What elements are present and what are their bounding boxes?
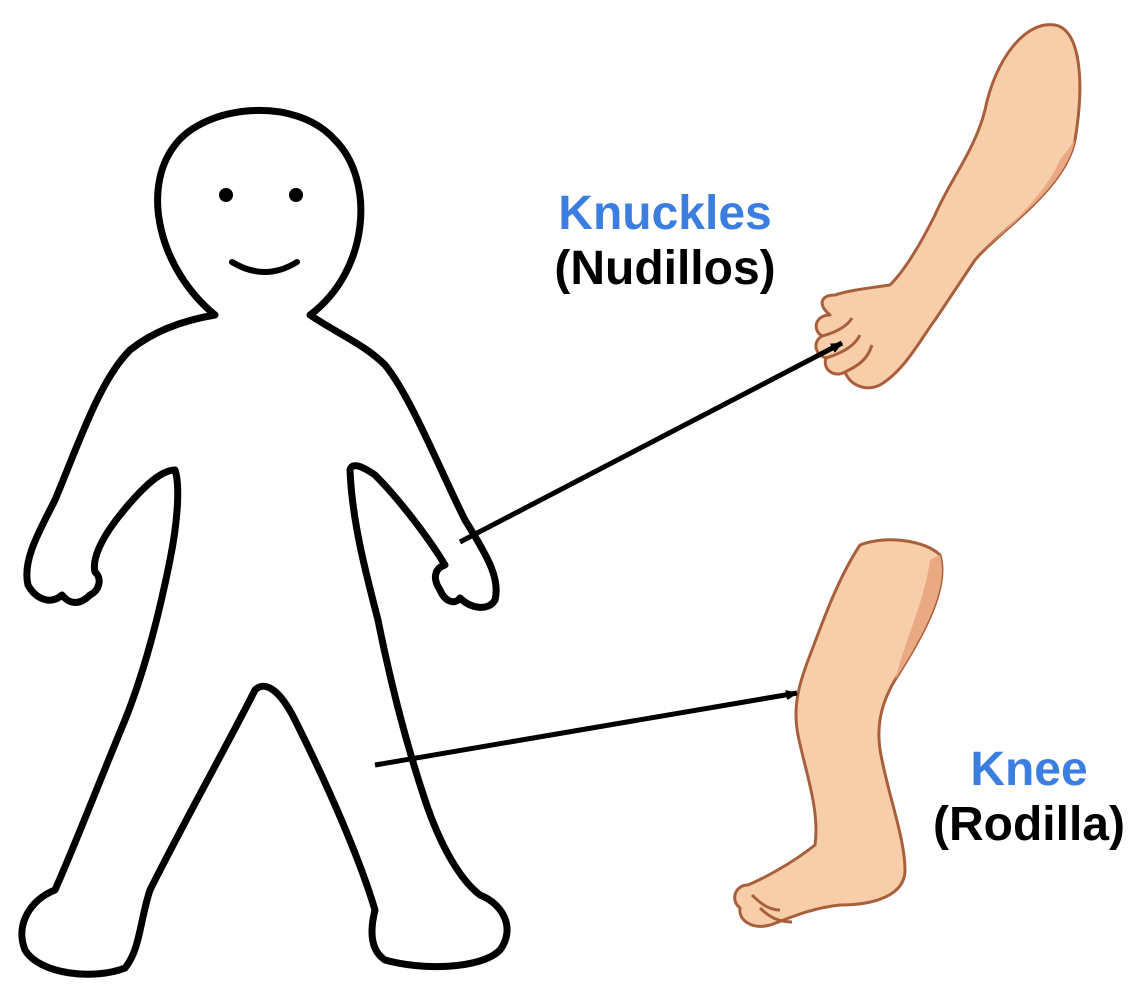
- knuckles-english-label: Knuckles: [520, 186, 810, 241]
- knee-arrow: [375, 693, 797, 765]
- left-eye: [219, 188, 233, 202]
- knee-english-label: Knee: [910, 742, 1148, 797]
- knuckles-label: Knuckles (Nudillos): [520, 186, 810, 296]
- leg-skin: [735, 540, 942, 927]
- knuckles-arrow: [460, 343, 842, 542]
- right-eye: [289, 188, 303, 202]
- person-outline-figure: [22, 110, 507, 974]
- person-face: [219, 188, 303, 272]
- smile: [232, 262, 297, 272]
- knuckles-spanish-label: (Nudillos): [520, 241, 810, 296]
- leg-illustration: [735, 540, 942, 927]
- knee-label: Knee (Rodilla): [910, 742, 1148, 852]
- arm-illustration: [816, 25, 1080, 388]
- arm-skin: [816, 25, 1080, 388]
- knee-spanish-label: (Rodilla): [910, 797, 1148, 852]
- person-outline: [22, 110, 507, 974]
